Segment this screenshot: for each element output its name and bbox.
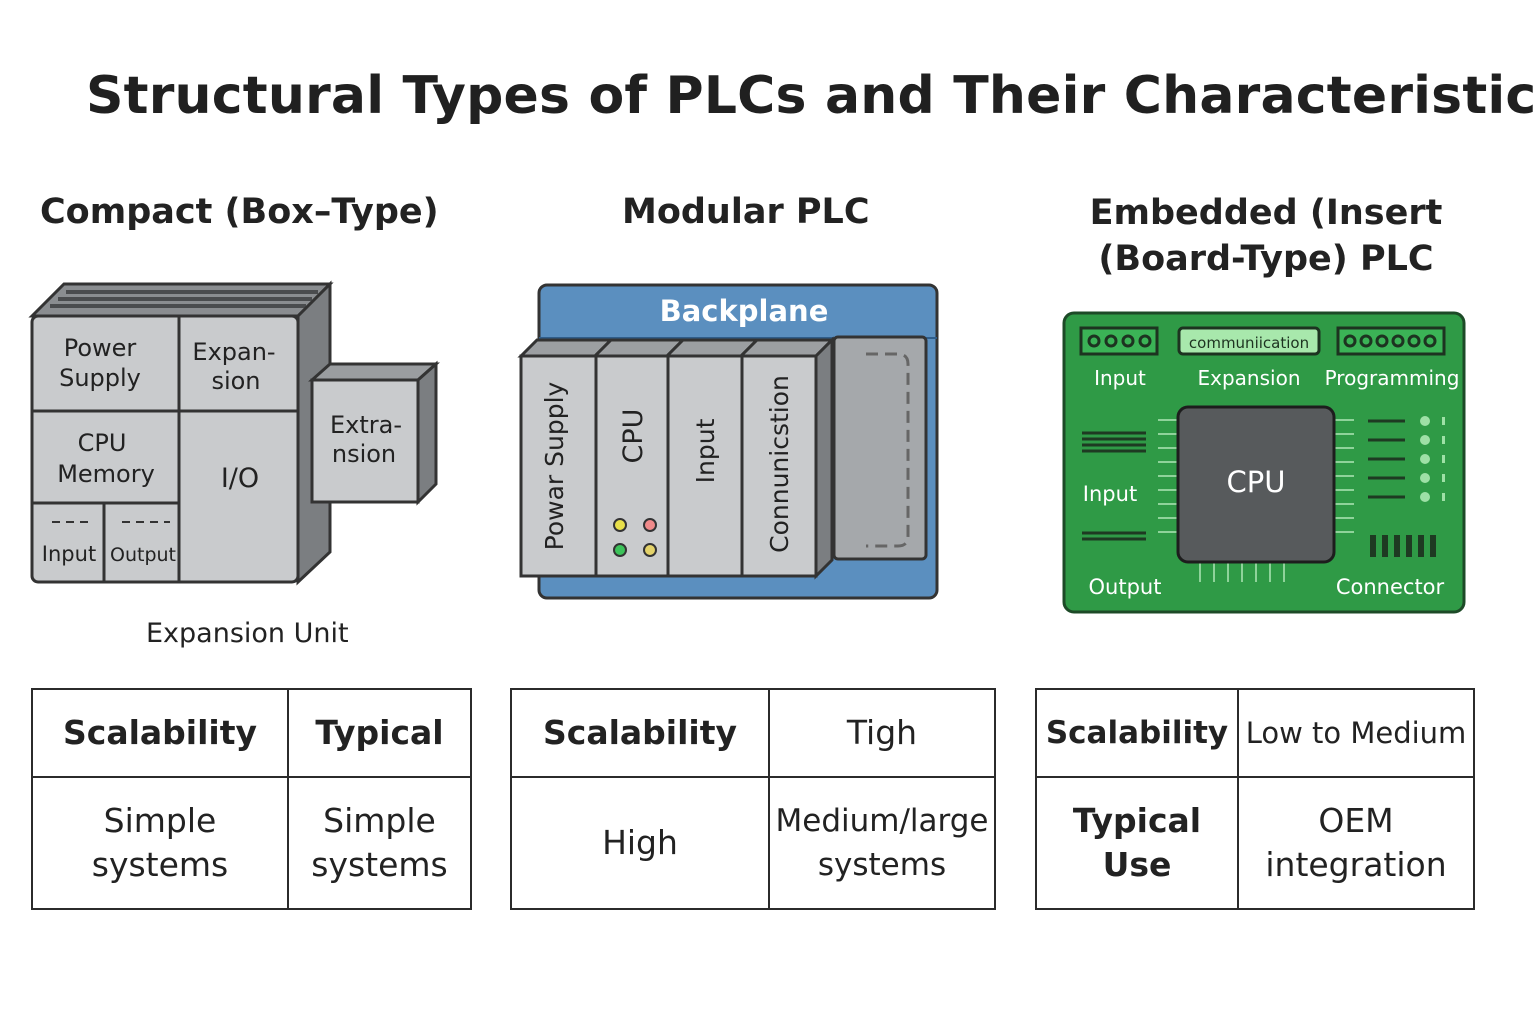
- compact-extension-label-2: nsion: [332, 440, 396, 468]
- embedded-top-expansion: Expansion: [1198, 366, 1301, 390]
- modular-plc-diagram: Backplane Powar Supply CPU Input Connuni…: [517, 283, 939, 600]
- embedded-table-low-medium: Low to Medium: [1237, 688, 1475, 778]
- compact-cpu-label-1: CPU: [78, 429, 127, 457]
- compact-expansion-label-2: sion: [211, 367, 260, 395]
- modular-table-high: High: [510, 776, 770, 910]
- compact-power-label-1: Power: [64, 334, 137, 362]
- module-input-label: Input: [691, 418, 720, 483]
- compact-output-label: Output: [110, 544, 176, 566]
- compact-vent-lines: [50, 290, 318, 308]
- compact-front-face: [30, 314, 300, 584]
- embedded-top-programming: Programming: [1325, 366, 1460, 390]
- embedded-output-label: Output: [1089, 575, 1162, 599]
- modular-table-scalability: Scalability: [510, 688, 770, 778]
- backplane-label: Backplane: [660, 294, 829, 328]
- embedded-cpu-label: CPU: [1227, 465, 1286, 499]
- modular-title: Modular PLC: [622, 192, 870, 232]
- embedded-input-label: Input: [1083, 482, 1137, 506]
- module-communication: [740, 354, 818, 578]
- led-4: [643, 543, 657, 557]
- compact-extension-box: [310, 378, 420, 504]
- compact-input-label: Input: [42, 542, 96, 566]
- compact-caption: Expansion Unit: [146, 618, 349, 649]
- module-cpu: [594, 354, 670, 578]
- led-2: [643, 518, 657, 532]
- modular-table-tigh: Tigh: [768, 688, 996, 778]
- cpu-leds: [613, 518, 657, 557]
- embedded-title: Embedded (Insert(Board-Type) PLC: [1089, 193, 1443, 279]
- module-input: [666, 354, 744, 578]
- embedded-top-input: Input: [1094, 366, 1146, 390]
- compact-plc-diagram: Power Supply Expan- sion CPU Memory I/O …: [28, 280, 440, 586]
- embedded-connector-label: Connector: [1336, 575, 1445, 599]
- compact-cpu-label-2: Memory: [57, 460, 155, 488]
- compact-expansion-label-1: Expan-: [192, 338, 275, 366]
- led-3: [613, 543, 627, 557]
- embedded-plc-diagram: communiication Input Expansion Programmi…: [1062, 311, 1466, 614]
- communication-chip-label: communiication: [1189, 334, 1309, 352]
- led-1: [613, 518, 627, 532]
- module-cpu-label: CPU: [618, 409, 649, 464]
- compact-power-label-2: Supply: [59, 364, 141, 392]
- compact-table-scalability: Scalability: [31, 688, 289, 778]
- cpu-chip: [1176, 405, 1336, 564]
- module-power-label: Powar Supply: [540, 381, 569, 550]
- page-title: Structural Types of PLCs and Their Chara…: [86, 66, 1536, 126]
- compact-io-label: I/O: [221, 463, 259, 494]
- communication-chip: [1177, 326, 1321, 356]
- compact-extension-label-1: Extra-: [330, 411, 402, 439]
- empty-slot: [832, 335, 928, 561]
- compact-title: Compact (Box–Type): [40, 192, 439, 232]
- compact-table-typical: Typical: [287, 688, 472, 778]
- module-comm-label: Connunicstion: [765, 375, 794, 553]
- embedded-table-scalability: Scalability: [1035, 688, 1239, 778]
